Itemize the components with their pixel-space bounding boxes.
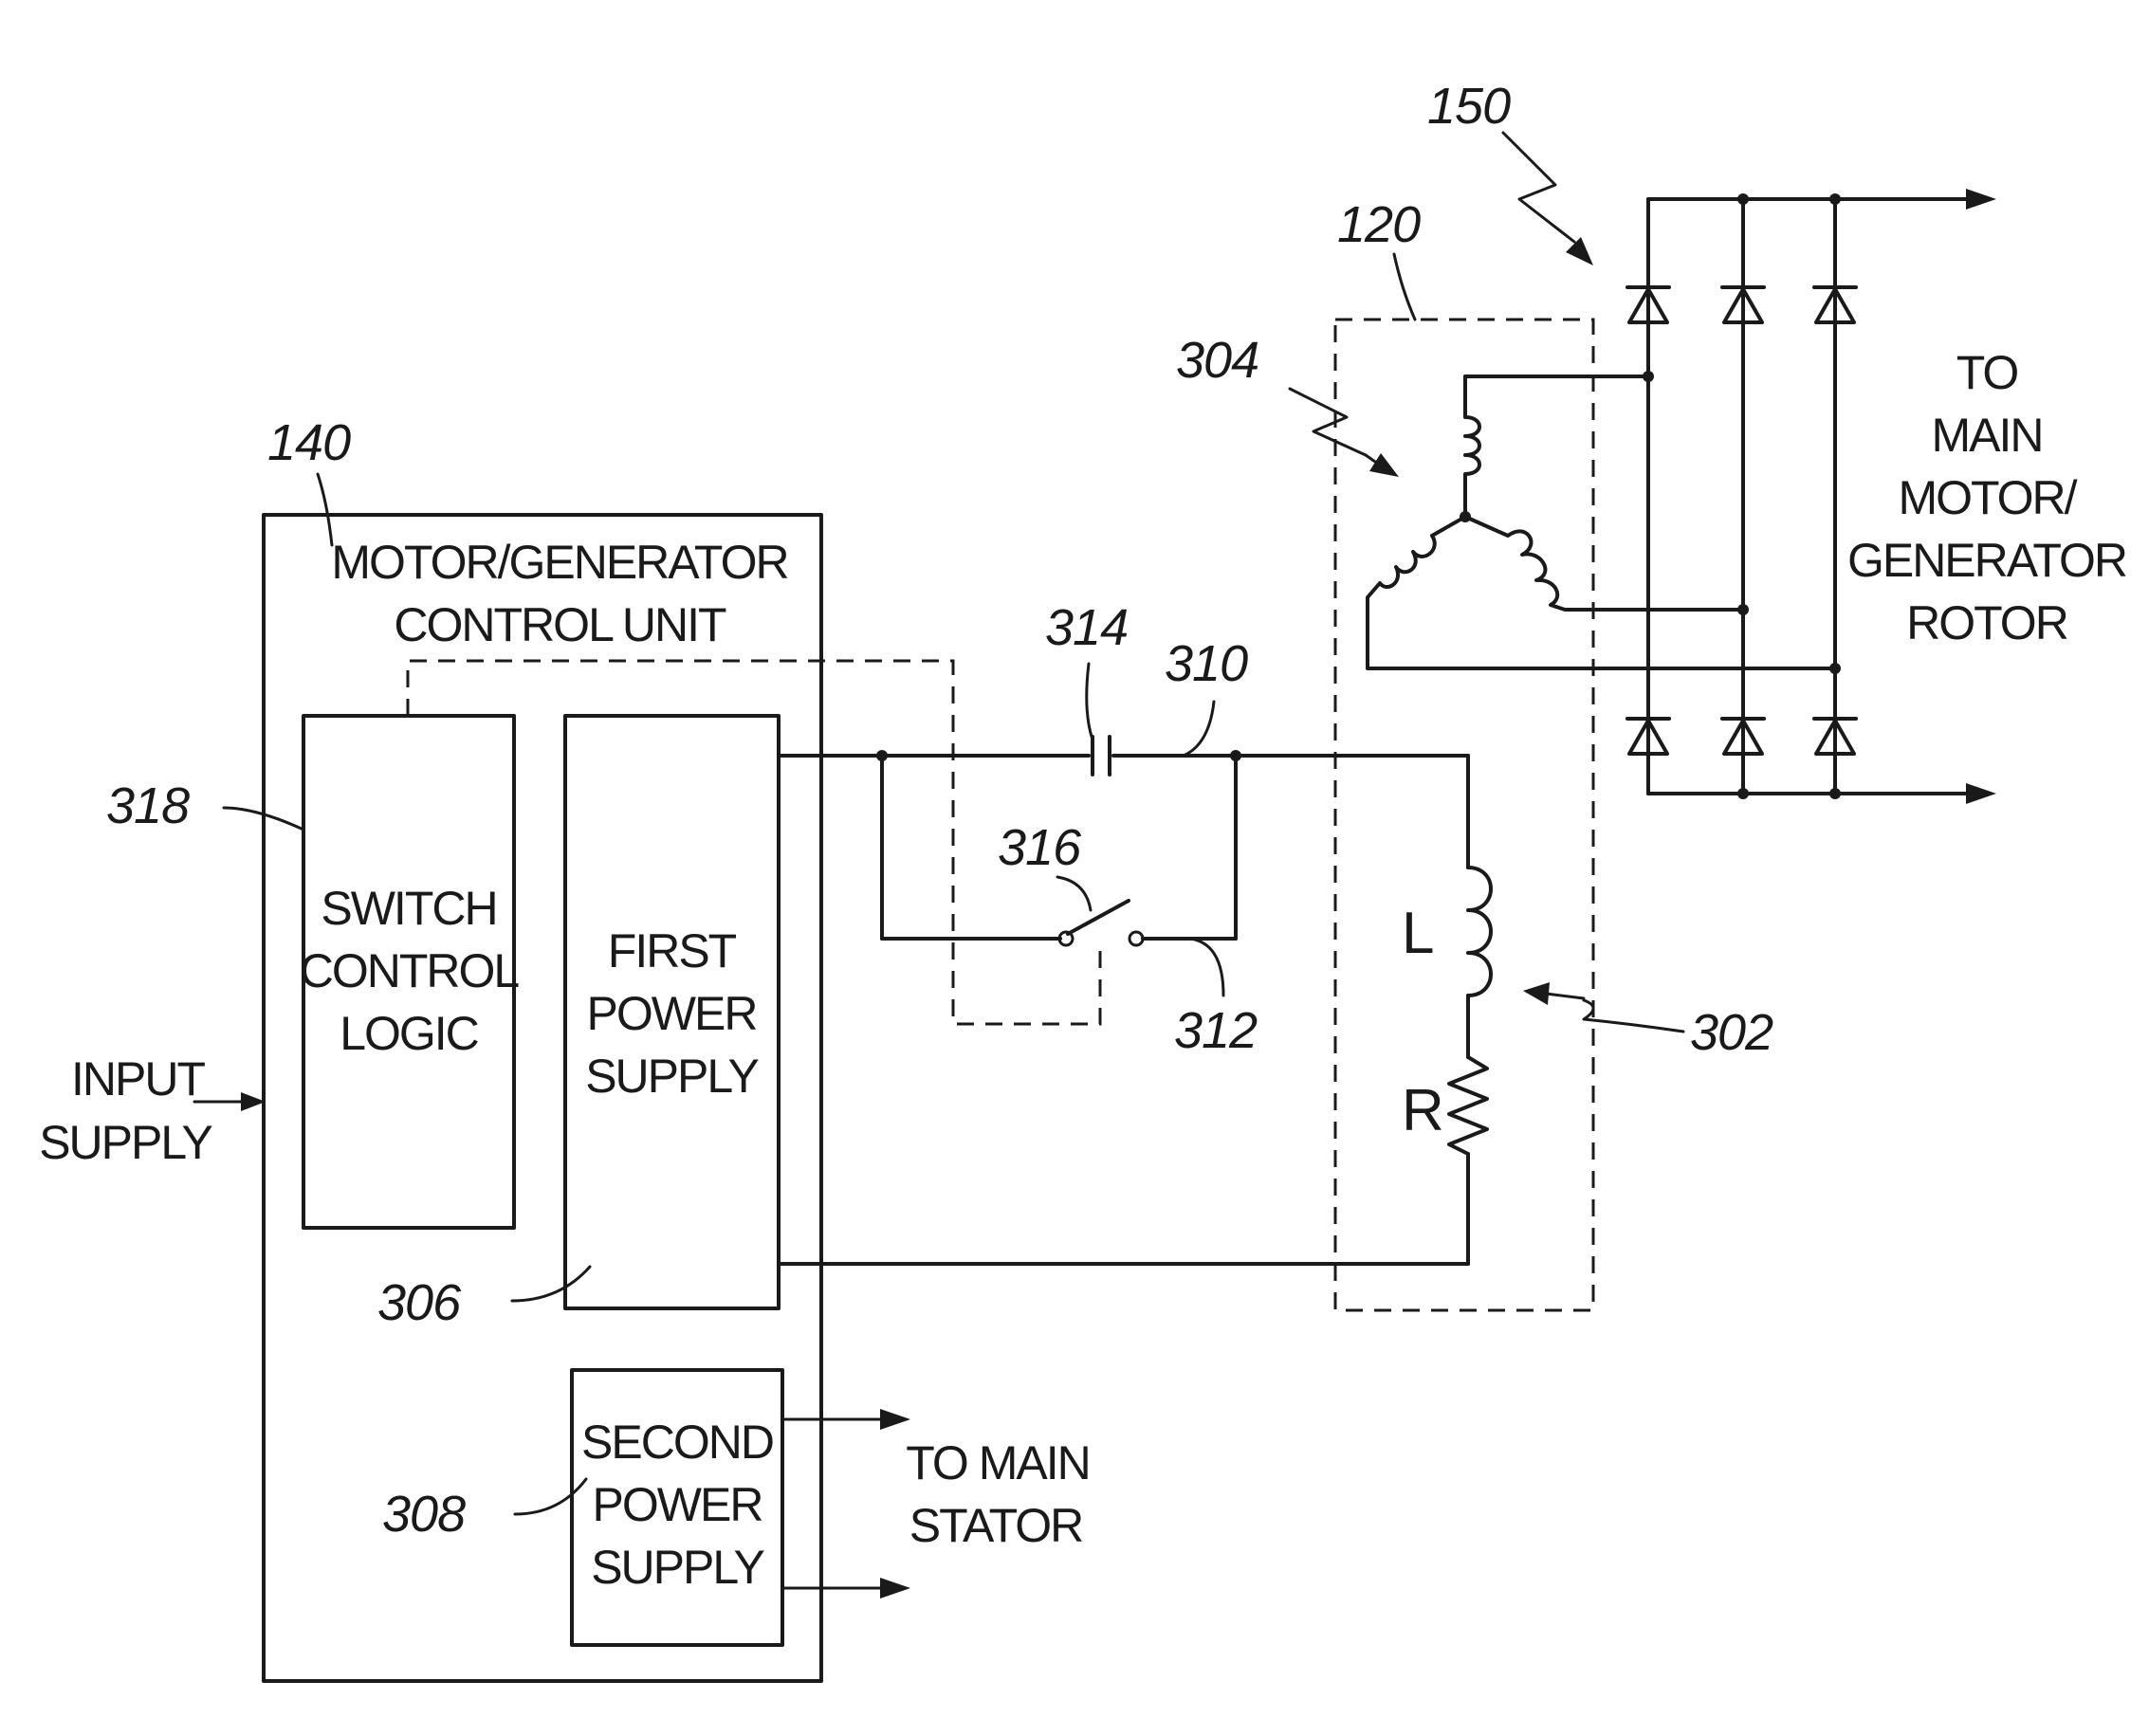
rotor-label-line1: TO — [1956, 346, 2018, 399]
inductor-coil — [1466, 866, 1493, 997]
input-arrow-icon — [241, 1092, 266, 1111]
exciter-block: 120 — [1333, 196, 1595, 1312]
armature-arrow-icon — [1369, 453, 1399, 477]
armature-ref: 304 — [1176, 332, 1258, 389]
first-power-supply-block: FIRST POWER SUPPLY 306 — [377, 714, 781, 1331]
diode-bottom-1 — [1626, 717, 1671, 756]
input-supply: INPUT SUPPLY — [39, 1052, 266, 1169]
switch-control-logic-ref: 318 — [106, 777, 190, 834]
input-supply-line2: SUPPLY — [39, 1116, 212, 1169]
diode-bottom-2 — [1720, 717, 1766, 756]
rotor-arrow-bottom-icon — [1966, 783, 1996, 804]
second-power-supply-block: SECOND POWER SUPPLY 308 — [382, 1368, 784, 1647]
first-power-supply-line2: POWER — [587, 987, 757, 1040]
switch-control-link — [406, 659, 1102, 1026]
stator-arrow-top-icon — [880, 1409, 910, 1430]
stator-label-line2: STATOR — [909, 1499, 1082, 1552]
diode-top-1 — [1626, 285, 1671, 324]
diode-bottom-3 — [1812, 717, 1858, 756]
field-winding-ref: 302 — [1690, 1004, 1773, 1061]
second-power-supply-ref: 308 — [382, 1486, 466, 1543]
switch-contact-right — [1128, 930, 1145, 947]
switch-control-logic-line3: LOGIC — [340, 1007, 478, 1060]
armature-winding: 304 — [1176, 332, 1837, 670]
rotor-arrow-top-icon — [1966, 189, 1996, 210]
rectifier-block: 150 — [1427, 78, 1996, 804]
first-power-supply-line1: FIRST — [608, 924, 737, 978]
input-supply-line1: INPUT — [71, 1052, 205, 1106]
control-unit-title-line1: MOTOR/GENERATOR — [331, 536, 787, 589]
control-unit-title-line2: CONTROL UNIT — [394, 598, 726, 651]
resistor-label: R — [1402, 1078, 1444, 1143]
stator-label-line1: TO MAIN — [906, 1436, 1089, 1489]
control-unit-ref: 140 — [267, 414, 351, 471]
node-ref: 310 — [1165, 635, 1248, 692]
second-power-supply-line1: SECOND — [581, 1416, 773, 1469]
switch-contact-left — [1057, 930, 1074, 947]
resistor-zigzag — [1447, 1055, 1489, 1156]
rotor-label-line2: MAIN — [1932, 409, 2043, 462]
stator-outputs: TO MAIN STATOR — [781, 1409, 1092, 1599]
first-power-supply-ref: 306 — [377, 1274, 462, 1331]
rectifier-ref: 150 — [1427, 78, 1511, 135]
field-winding-arrow-icon — [1523, 982, 1550, 1005]
field-circuit-wiring — [777, 735, 1493, 1266]
inductor-label: L — [1402, 901, 1434, 966]
control-unit-block: MOTOR/GENERATOR CONTROL UNIT 140 — [262, 414, 823, 1683]
rotor-label-line4: GENERATOR — [1847, 534, 2126, 587]
rotor-label-line3: MOTOR/ — [1898, 471, 2077, 524]
switch-control-logic-block: SWITCH CONTROL LOGIC 318 — [106, 714, 521, 1230]
second-power-supply-line2: POWER — [593, 1478, 762, 1531]
stator-arrow-bottom-icon — [880, 1578, 910, 1599]
switch-control-logic-line1: SWITCH — [321, 882, 496, 935]
rectifier-arrow-icon — [1566, 237, 1593, 265]
first-power-supply-line3: SUPPLY — [585, 1050, 759, 1103]
switch-line-ref: 312 — [1174, 1002, 1258, 1059]
diode-top-2 — [1720, 285, 1766, 324]
switch-control-logic-line2: CONTROL — [300, 944, 520, 997]
rotor-label-line5: ROTOR — [1906, 596, 2067, 649]
switch-blade — [1066, 899, 1130, 936]
exciter-ref: 120 — [1337, 196, 1421, 253]
switch-ref: 316 — [998, 819, 1082, 876]
second-power-supply-line3: SUPPLY — [591, 1541, 764, 1594]
diode-top-3 — [1812, 285, 1858, 324]
capacitor-ref: 314 — [1045, 599, 1128, 656]
rotor-label: TO MAIN MOTOR/ GENERATOR ROTOR — [1847, 346, 2128, 649]
field-winding-ref-group: 302 — [1523, 982, 1774, 1061]
